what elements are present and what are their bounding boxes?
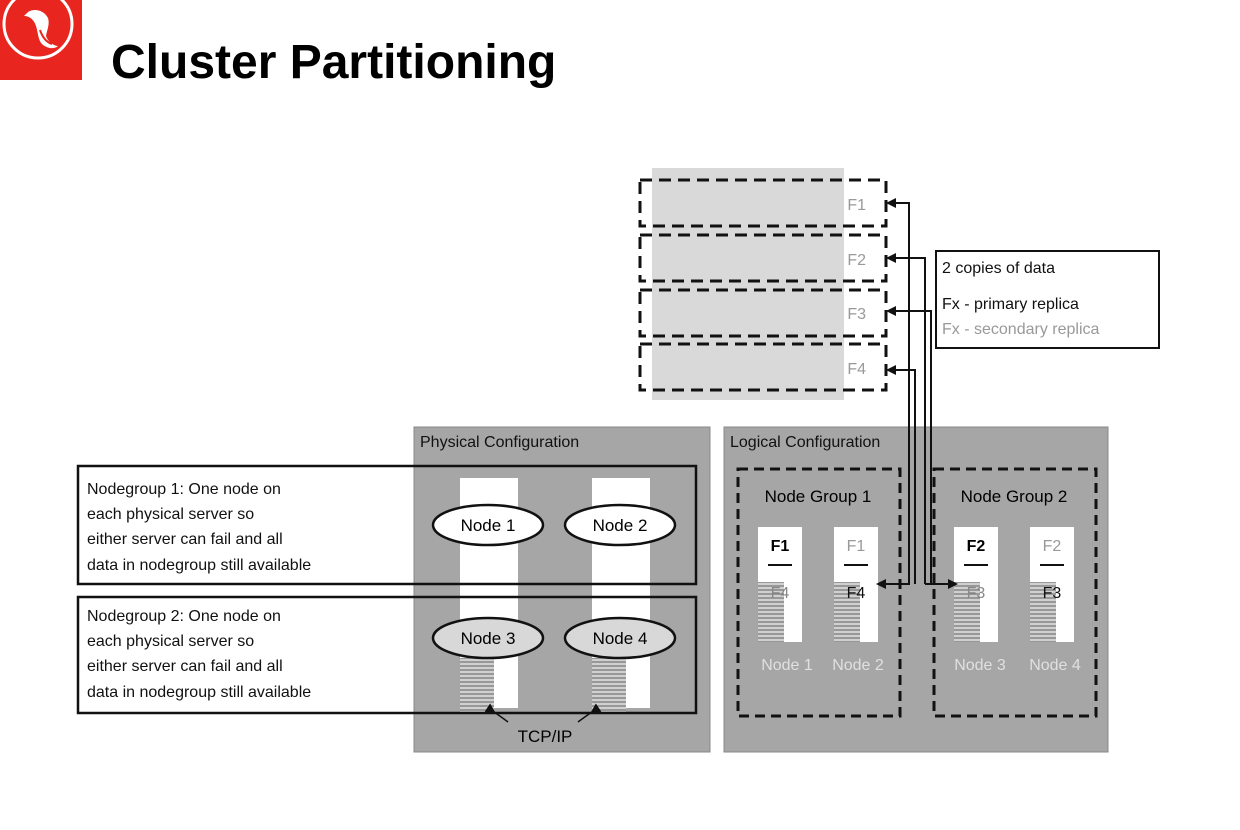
fragment-f1-label: F1 <box>847 197 866 214</box>
legend-copies-text: 2 copies of data <box>942 260 1055 277</box>
node-group-1-label: Node Group 1 <box>765 487 872 506</box>
fragment-f4-label: F4 <box>847 361 866 378</box>
node-group-1: Node Group 1 F1 F4 F1 F4 Node 1 Node 2 <box>736 467 902 718</box>
nodegroup-1-callout: Nodegroup 1: One node on each physical s… <box>76 464 698 586</box>
physical-configuration-label: Physical Configuration <box>420 434 579 451</box>
svg-text:Node 4: Node 4 <box>593 629 648 648</box>
mysql-dolphin-logo <box>0 0 82 80</box>
slide-title: Cluster Partitioning <box>111 36 557 89</box>
tcp-ip-label: TCP/IP <box>518 727 573 746</box>
ng2-node4-primary: F3 <box>1043 585 1062 602</box>
ng2-node3-label: Node 3 <box>954 657 1006 674</box>
svg-text:Node 2: Node 2 <box>593 516 648 535</box>
ng1-node2-primary: F4 <box>847 585 866 602</box>
ng1-node1-primary: F1 <box>771 538 790 555</box>
connector-f2 <box>886 253 926 584</box>
logical-configuration-panel: Logical Configuration Node Group 1 F1 F4… <box>723 426 1109 753</box>
legend-primary-text: Fx - primary replica <box>942 296 1079 313</box>
fragment-f2-label: F2 <box>847 252 866 269</box>
fragment-stack-background <box>652 168 844 400</box>
physical-node-4: Node 4 <box>563 616 677 660</box>
replica-connectors <box>876 198 958 589</box>
nodegroup-2-callout: Nodegroup 2: One node on each physical s… <box>76 595 698 715</box>
physical-node-1: Node 1 <box>431 503 545 547</box>
fragment-f3-label: F3 <box>847 306 866 323</box>
fragment-stack: F1 F2 F3 F4 <box>638 168 888 400</box>
ng2-node3-secondary: F3 <box>967 585 986 602</box>
server-2-storage <box>592 658 626 712</box>
replica-legend: 2 copies of data Fx - primary replica Fx… <box>935 250 1160 349</box>
legend-secondary-text: Fx - secondary replica <box>942 321 1099 338</box>
physical-configuration-panel: Physical Configuration Node 1 Node 2 Nod… <box>413 426 711 753</box>
connector-f4 <box>886 365 916 584</box>
ng2-node4-label: Node 4 <box>1029 657 1081 674</box>
svg-text:Nodegroup 2: One node on: Nodegroup 2: One node on each physical s… <box>87 608 311 701</box>
ng1-node1-secondary: F4 <box>771 585 790 602</box>
svg-text:Node 1: Node 1 <box>461 516 516 535</box>
physical-node-2: Node 2 <box>563 503 677 547</box>
node-group-2-label: Node Group 2 <box>961 487 1068 506</box>
logical-configuration-label: Logical Configuration <box>730 434 880 451</box>
server-1-storage <box>460 658 494 712</box>
svg-text:Node 3: Node 3 <box>461 629 516 648</box>
svg-text:Nodegroup 1: One node on: Nodegroup 1: One node on each physical s… <box>87 481 311 574</box>
ng2-node4-secondary: F2 <box>1043 538 1062 555</box>
node-group-2: Node Group 2 F2 F3 F2 F3 Node 3 Node 4 <box>932 467 1098 718</box>
connector-f3 <box>886 306 932 584</box>
ng1-node1-label: Node 1 <box>761 657 813 674</box>
physical-node-3: Node 3 <box>431 616 545 660</box>
ng2-node3-primary: F2 <box>967 538 986 555</box>
ng1-node2-label: Node 2 <box>832 657 884 674</box>
ng1-node2-secondary: F1 <box>847 538 866 555</box>
